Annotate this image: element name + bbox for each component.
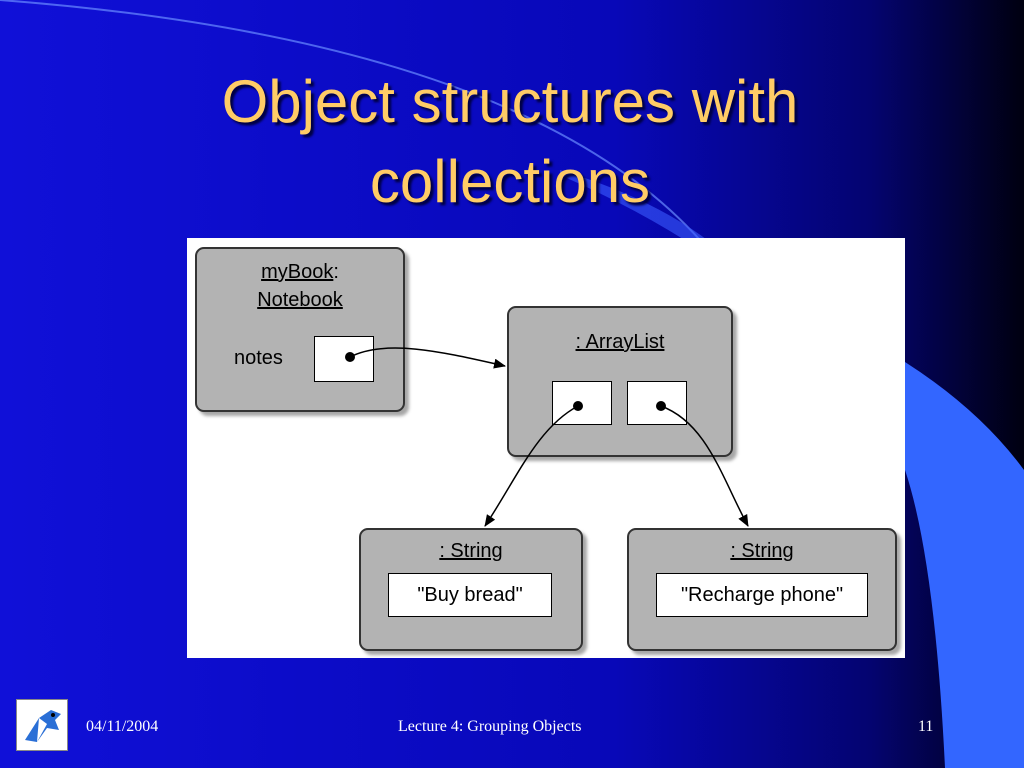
footer-page-number: 11 [918,718,934,735]
bluej-logo [16,699,68,751]
object-diagram: myBook: Notebook notes : ArrayList : Str… [187,238,905,658]
footer-lecture-title: Lecture 4: Grouping Objects [398,718,582,735]
decorative-curve [0,0,701,241]
footer-date: 04/11/2004 [86,718,159,735]
bird-icon [25,710,61,742]
notebook-instance-name: myBook [261,261,334,283]
slide-title: Object structures with collections [130,62,890,222]
arraylist-object: : ArrayList [507,306,733,457]
notes-reference-slot [314,336,374,382]
slot-1-to-string-2-arrow [660,405,749,527]
decorative-swoosh [560,170,720,250]
notebook-name-colon: : [333,261,339,283]
slot-0-to-string-1-arrow [484,405,579,527]
reference-arrows [345,347,749,527]
notes-field-label: notes [234,347,283,369]
notebook-class-name: Notebook [197,287,403,313]
arraylist-label-wrap: : ArrayList [509,329,731,355]
notebook-object: myBook: Notebook notes [195,247,405,412]
notes-to-arraylist-arrow [349,347,506,369]
notebook-object-name: myBook: [197,259,403,285]
title-line-1: Object structures with [221,68,799,135]
string-2-label: : String [730,540,794,562]
arraylist-label: : ArrayList [575,331,665,353]
title-line-2: collections [369,148,651,215]
string-1-value: "Buy bread" [388,573,552,617]
notebook-class-label: Notebook [257,289,343,311]
string-2-label-wrap: : String [629,538,895,564]
string-object-2: : String "Recharge phone" [627,528,897,651]
string-1-label: : String [439,540,503,562]
string-object-1: : String "Buy bread" [359,528,583,651]
string-1-label-wrap: : String [361,538,581,564]
decorative-wave [905,362,1024,768]
string-2-value: "Recharge phone" [656,573,868,617]
